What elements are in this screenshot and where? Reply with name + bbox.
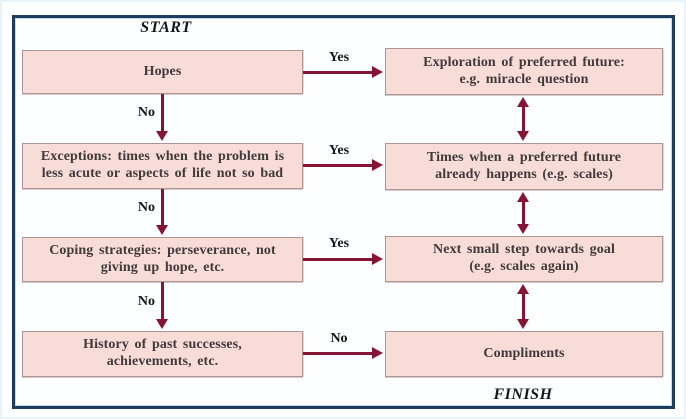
diagram-frame [12,15,675,409]
start-label: START [140,19,192,36]
box-hopes: Hopes [22,50,303,94]
no-label-down-3: No [137,294,155,309]
arrow-double-1-icon [517,97,529,141]
arrow-double-3-icon [517,284,529,329]
box-next-small-step: Next small step towards goal (e.g. scale… [385,236,663,282]
arrow-right-row2-icon [303,159,383,171]
box-coping-strategies: Coping strategies: perseverance, not giv… [22,237,303,282]
arrow-down-1-icon [156,94,168,141]
box-history: History of past successes, achievements,… [22,331,303,377]
no-label-down-1: No [137,105,155,120]
no-label-row4: No [330,331,348,346]
yes-label-row2: Yes [328,143,350,158]
yes-label-row1: Yes [328,50,350,65]
box-exploration: Exploration of preferred future: e.g. mi… [385,48,663,95]
box-compliments: Compliments [385,331,663,377]
no-label-down-2: No [137,200,155,215]
arrow-right-row1-icon [303,66,383,78]
finish-label: FINISH [493,386,553,403]
yes-label-row3: Yes [328,236,350,251]
arrow-double-2-icon [517,192,529,234]
arrow-down-2-icon [156,189,168,235]
box-times-preferred-future: Times when a preferred future already ha… [385,143,663,190]
box-exceptions: Exceptions: times when the problem is le… [22,143,303,189]
arrow-down-3-icon [156,282,168,329]
arrow-right-row4-icon [303,347,383,359]
arrow-right-row3-icon [303,253,383,265]
